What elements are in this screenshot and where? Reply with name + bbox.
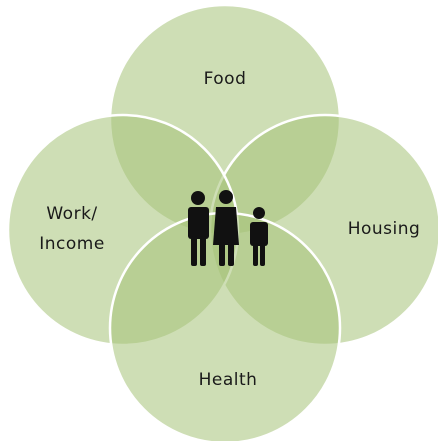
child-icon [250,207,268,266]
label-health: Health [199,370,258,390]
label-food: Food [204,69,247,89]
adult-female-icon [213,190,239,266]
adult-male-icon [188,191,209,266]
family-icon [188,190,268,266]
label-income: Income [39,234,105,254]
label-work: Work/ [46,204,97,224]
label-housing: Housing [348,219,421,239]
